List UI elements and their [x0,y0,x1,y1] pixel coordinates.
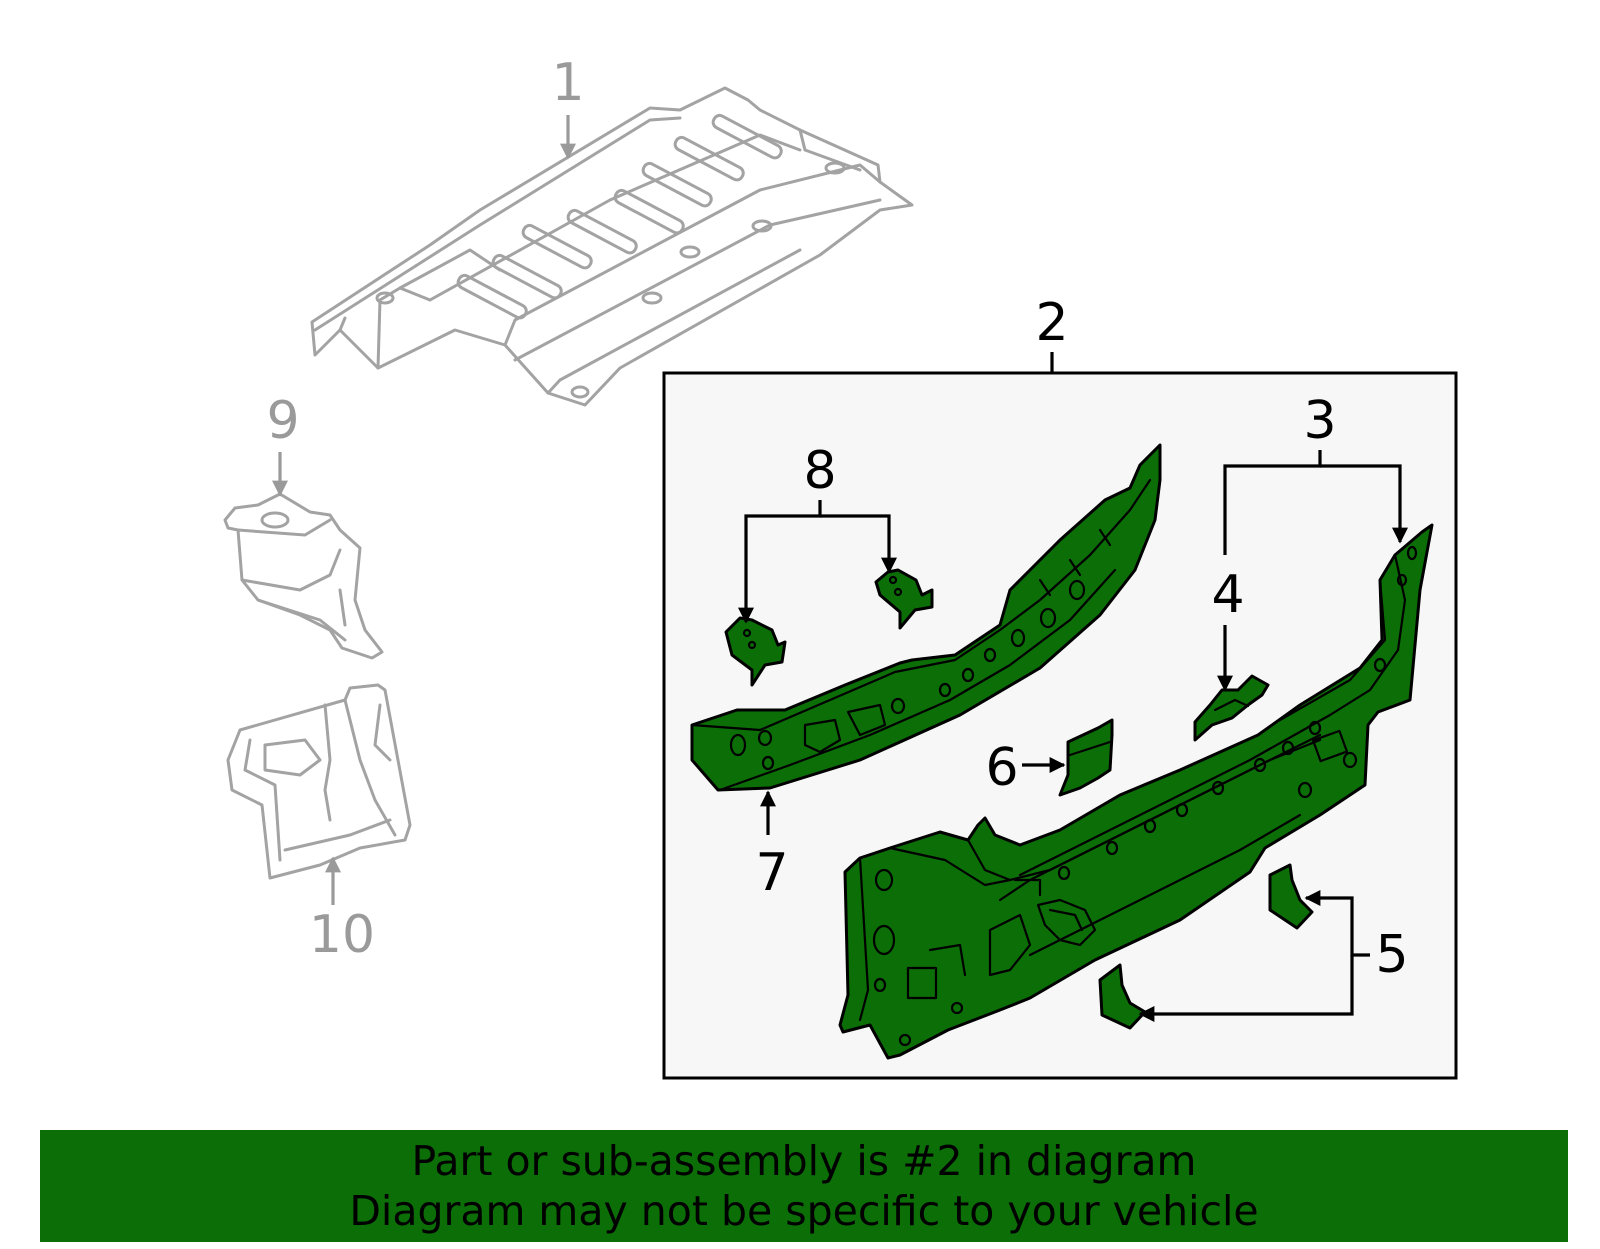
part-5-bracket-lower [1098,963,1147,1030]
leader-8-right [820,514,897,574]
callout-2: 2 [1035,293,1068,353]
callout-4: 4 [1211,565,1244,625]
callout-5: 5 [1375,925,1408,985]
info-banner: Part or sub-assembly is #2 in diagram Di… [40,1130,1568,1242]
leader-3-left [1223,450,1322,555]
part-3-rear-panel [838,523,1434,1060]
part-6-plate [1058,718,1114,797]
part-7-upper-rail [690,443,1162,792]
part-5-bracket-upper [1268,863,1314,930]
banner-line-1: Part or sub-assembly is #2 in diagram [411,1137,1197,1185]
callout-6: 6 [985,738,1018,798]
callout-3: 3 [1303,391,1336,451]
part-4-bracket [1193,674,1270,742]
part-10-inner-panel [226,683,412,880]
callout-9: 9 [266,391,299,451]
callout-7: 7 [755,843,788,903]
callout-8: 8 [803,441,836,501]
leader-5-upper [1304,890,1370,957]
banner-line-2: Diagram may not be specific to your vehi… [349,1187,1259,1235]
part-9-bracket [223,492,384,660]
callout-10: 10 [309,905,375,965]
leader-3-right [1320,464,1408,544]
leader-8-left [738,500,822,624]
leader-5-lower [1138,955,1354,1022]
callout-1: 1 [551,53,584,113]
part-1-rear-floor-panel [310,86,914,407]
